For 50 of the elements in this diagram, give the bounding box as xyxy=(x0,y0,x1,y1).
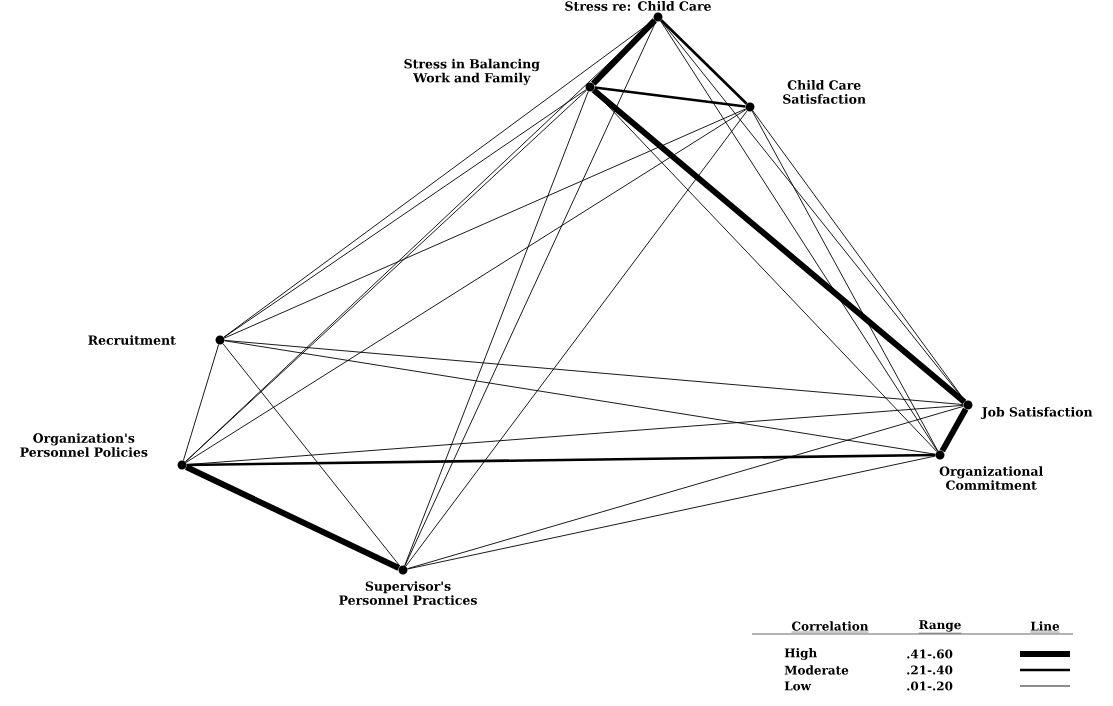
correlation-line xyxy=(751,110,939,452)
node-label: Recruitment xyxy=(88,335,176,345)
table-header: Correlation xyxy=(791,621,869,633)
node-label: Stress re: Child Care xyxy=(565,1,711,11)
labeled-point: Stress in Balancing Work and Family xyxy=(404,58,595,92)
labeled-point: Stress re: Child Care xyxy=(565,1,711,22)
correlation-line xyxy=(591,18,657,86)
table-cell: Low xyxy=(784,681,812,691)
table-cell: .21-.40 xyxy=(907,665,953,675)
labeled-point: Supervisor's Personnel Practices xyxy=(339,565,477,605)
correlation-line xyxy=(939,407,969,453)
node-label: Job Satisfaction xyxy=(980,406,1093,420)
correlation-line xyxy=(223,108,747,339)
correlation-line xyxy=(405,110,748,567)
table-cell: High xyxy=(784,648,817,660)
correlation-line xyxy=(407,405,964,570)
correlation-line xyxy=(185,89,587,463)
correlation-line xyxy=(223,89,587,338)
correlation-line xyxy=(222,343,401,567)
correlation-line xyxy=(184,464,401,571)
labeled-point: Job Satisfaction xyxy=(963,400,1093,420)
node-label: Stress in Balancing Work and Family xyxy=(404,58,540,86)
node-label: Child Care Satisfaction xyxy=(783,80,866,104)
node-label: Organizational Commitment xyxy=(939,466,1043,490)
node-label: Organization's Personnel Policies xyxy=(20,433,148,457)
table-header: Range xyxy=(918,620,962,634)
correlation-line xyxy=(660,20,938,452)
correlation-line xyxy=(404,90,589,567)
labeled-point: Organizational Commitment xyxy=(935,450,1043,490)
labeled-point: Organization's Personnel Policies xyxy=(20,433,187,470)
table-cell: Moderate xyxy=(784,665,849,675)
correlation-line xyxy=(660,19,748,105)
table-cell: .41-.60 xyxy=(907,649,953,659)
correlation-line xyxy=(594,86,746,108)
labeled-point: Recruitment xyxy=(88,335,225,345)
table-header: Line xyxy=(1030,621,1060,633)
correlation-line xyxy=(224,340,936,455)
correlation-line xyxy=(591,87,967,405)
correlation-line xyxy=(407,455,936,570)
correlation-line xyxy=(186,453,936,467)
correlation-line xyxy=(592,89,938,453)
node-label: Supervisor's Personnel Practices xyxy=(339,581,477,605)
correlation-line xyxy=(752,110,966,402)
correlation-line xyxy=(224,339,964,406)
correlation-line xyxy=(182,344,220,461)
correlation-line xyxy=(404,20,657,567)
correlation-line xyxy=(223,19,655,338)
labeled-point: Child Care Satisfaction xyxy=(745,80,866,112)
table-cell: .01-.20 xyxy=(907,681,953,691)
correlation-line xyxy=(185,109,747,463)
